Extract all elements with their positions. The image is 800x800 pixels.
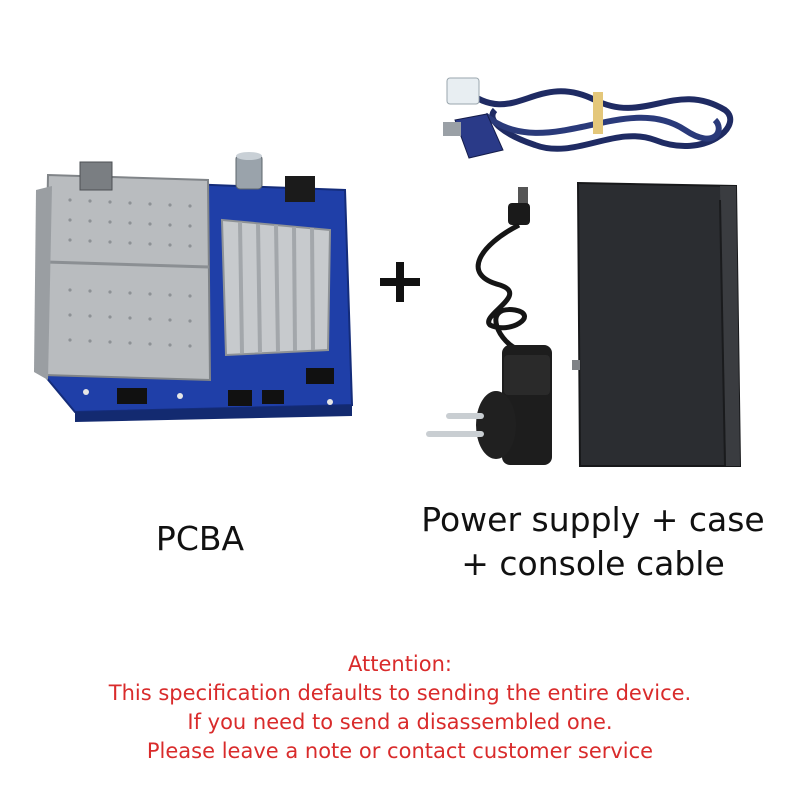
notice-line-1: This specification defaults to sending t… bbox=[108, 681, 692, 705]
console-cable-image bbox=[443, 77, 734, 159]
notice-line-2: If you need to send a disassembled one. bbox=[187, 710, 613, 734]
power-adapter-image bbox=[426, 187, 552, 465]
attention-notice: Attention: This specification defaults t… bbox=[40, 650, 760, 766]
accessories-label-line1: Power supply + case bbox=[421, 500, 765, 539]
accessories-label-line2: + console cable bbox=[461, 544, 725, 583]
pcba-label: PCBA bbox=[155, 519, 245, 558]
plus-icon bbox=[380, 262, 420, 302]
notice-line-3: Please leave a note or contact customer … bbox=[146, 739, 654, 763]
accessories-label: Power supply + case + console cable bbox=[408, 498, 778, 586]
pcba-board-image bbox=[34, 152, 354, 422]
notice-heading: Attention: bbox=[348, 652, 452, 676]
device-case-image bbox=[572, 181, 742, 467]
